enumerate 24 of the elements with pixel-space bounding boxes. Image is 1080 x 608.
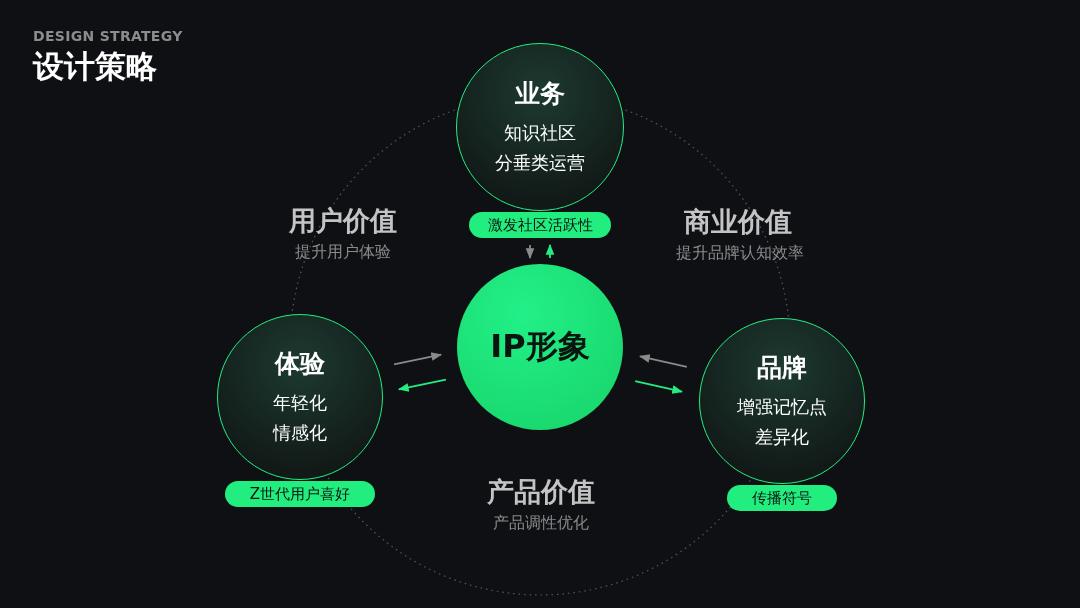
arrow	[545, 243, 555, 259]
arrow	[397, 378, 447, 392]
circle-title: 业务	[515, 77, 565, 110]
subtitle: DESIGN STRATEGY	[33, 28, 183, 44]
section-heading: 产品价值	[487, 475, 595, 509]
section-text: 产品调性优化	[493, 513, 589, 534]
section-heading: 商业价值	[684, 205, 792, 239]
circle-title: IP形象	[490, 326, 590, 367]
section-text: 提升用户体验	[295, 242, 391, 263]
arrow	[525, 244, 535, 260]
section-heading: 用户价值	[289, 204, 397, 238]
circle-text: 年轻化情感化	[273, 390, 327, 445]
circle-text: 增强记忆点差异化	[737, 394, 827, 449]
circle-text: 知识社区分垂类运营	[495, 120, 585, 175]
circle-title: 体验	[275, 347, 325, 380]
tag-pill: 激发社区活跃性	[469, 212, 611, 238]
arrow	[393, 352, 443, 366]
arrow	[638, 354, 688, 368]
circle-title: 品牌	[757, 351, 807, 384]
page-title: 设计策略	[33, 47, 157, 86]
section-text: 提升品牌认知效率	[676, 243, 804, 264]
tag-pill: Z世代用户喜好	[225, 481, 375, 507]
arrow	[634, 380, 684, 394]
tag-pill: 传播符号	[727, 485, 837, 511]
